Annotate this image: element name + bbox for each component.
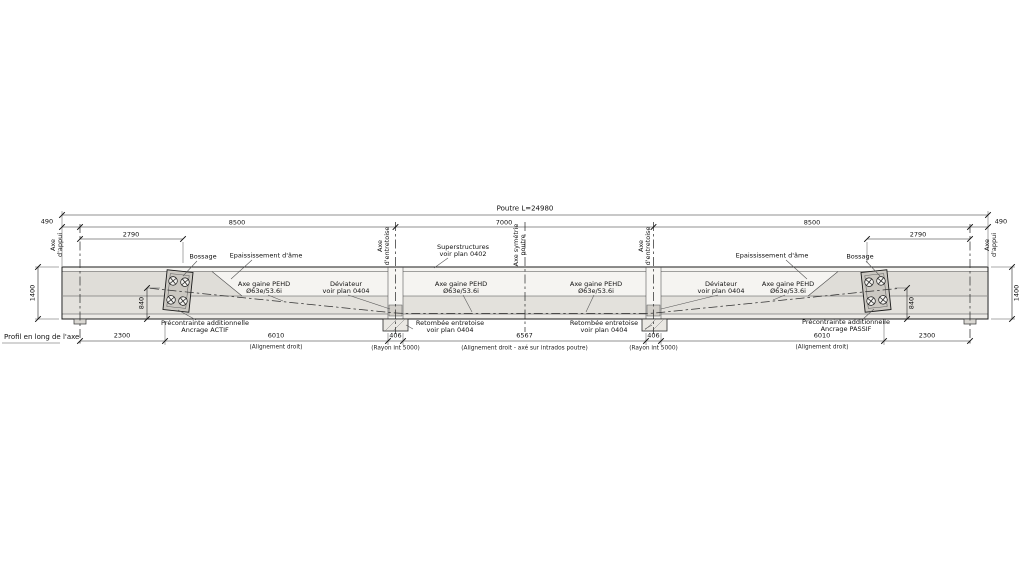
label-duct-3: Axe gaine PEHD Ø63e/53.6i bbox=[569, 280, 623, 295]
axis-lines bbox=[79, 222, 971, 344]
dim-2790-left: 2790 bbox=[122, 230, 140, 239]
dim-406-right: 406 bbox=[647, 331, 660, 340]
label-bossage-left: Bossage bbox=[189, 252, 217, 261]
dim-anchor-840-left: 840 bbox=[137, 296, 146, 310]
dim-2790-right: 2790 bbox=[909, 230, 927, 239]
dimension-lines bbox=[37, 214, 1013, 342]
anchor-plate-passive-right bbox=[860, 269, 892, 313]
dim-note-6010-right: (Alignement droit) bbox=[795, 344, 849, 351]
label-duct-2: Axe gaine PEHD Ø63e/53.6i bbox=[434, 280, 488, 295]
dim-6010-left: 6010 bbox=[267, 331, 285, 340]
dim-anchor-840-right: 840 bbox=[907, 296, 916, 310]
axis-label-crossbeam-left: Axe d'entretoise bbox=[376, 226, 391, 266]
extension-lines bbox=[2, 211, 1015, 345]
label-web-thickening-left: Epaississement d'âme bbox=[229, 251, 303, 260]
dim-note-6010-left: (Alignement droit) bbox=[249, 344, 303, 351]
dim-2300-left: 2300 bbox=[113, 331, 131, 340]
dim-406-left: 406 bbox=[389, 331, 402, 340]
dim-note-406-right: (Rayon int 5000) bbox=[629, 345, 678, 351]
label-superstructures: Superstructures voir plan 0402 bbox=[437, 243, 489, 258]
dim-2300-right: 2300 bbox=[918, 331, 936, 340]
label-drop-left: Retombée entretoise voir plan 0404 bbox=[415, 319, 485, 334]
axis-label-crossbeam-right: Axe d'entretoise bbox=[637, 226, 652, 266]
label-drop-right: Retombée entretoise voir plan 0404 bbox=[569, 319, 639, 334]
axis-label-symmetry: Axe symétrie poutre bbox=[512, 223, 527, 267]
label-bossage-right: Bossage bbox=[846, 252, 874, 261]
dim-7000: 7000 bbox=[495, 218, 513, 227]
label-duct-4: Axe gaine PEHD Ø63e/53.6i bbox=[761, 280, 815, 295]
dim-note-406-left: (Rayon int 5000) bbox=[371, 345, 420, 351]
label-prestress-active: Précontrainte additionnelle Ancrage ACTI… bbox=[161, 319, 249, 334]
dim-6010-right: 6010 bbox=[813, 331, 831, 340]
label-duct-1: Axe gaine PEHD Ø63e/53.6i bbox=[237, 280, 291, 295]
label-deviator-left: Déviateur voir plan 0404 bbox=[322, 280, 370, 295]
dim-6567: 6567 bbox=[516, 331, 533, 340]
axis-label-support-left: Axe d'appui bbox=[49, 232, 64, 258]
anchor-plate-active-left bbox=[162, 269, 194, 313]
label-web-thickening-right: Epaississement d'âme bbox=[735, 251, 809, 260]
dim-490-left: 490 bbox=[40, 217, 54, 226]
dim-note-6567: (Alignement droit - axé sur intrados pou… bbox=[461, 345, 588, 351]
drawing-title: Profil en long de l'axe bbox=[4, 333, 80, 341]
dim-height-right: 1400 bbox=[1012, 284, 1021, 302]
label-prestress-passive: Précontrainte additionnelle Ancrage PASS… bbox=[802, 318, 890, 333]
dim-8500-left: 8500 bbox=[228, 218, 246, 227]
dim-beam-total: Poutre L=24980 bbox=[496, 204, 554, 213]
axis-label-support-right: Axe d'appui bbox=[983, 232, 998, 258]
label-deviator-right: Déviateur voir plan 0404 bbox=[697, 280, 745, 295]
dim-490-right: 490 bbox=[994, 217, 1008, 226]
dimension-ticks bbox=[34, 211, 1016, 345]
leader-lines bbox=[177, 257, 881, 330]
dim-height-left: 1400 bbox=[28, 284, 37, 302]
dim-8500-right: 8500 bbox=[803, 218, 821, 227]
